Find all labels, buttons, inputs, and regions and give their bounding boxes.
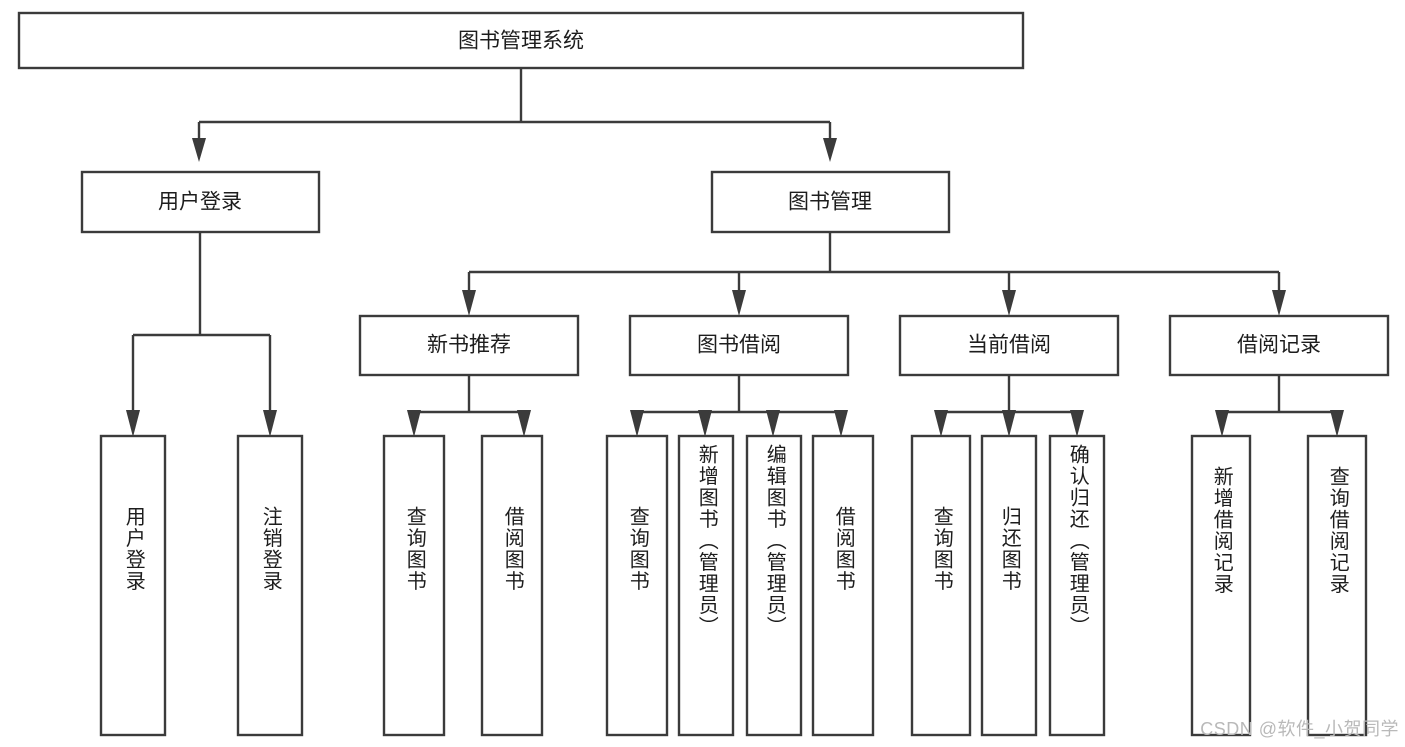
node-borrow-record-label: 借阅记录 [1237,334,1321,357]
leaf-box-borrow-book-1[interactable] [480,434,544,737]
arrow-head-to-leaf-edit-book-admin [766,410,780,437]
connector-root-to-level2 [192,68,837,162]
leaf-box-logout-login[interactable] [236,434,304,737]
node-book-management-label: 图书管理 [788,191,872,214]
node-current-borrow-box[interactable] [898,314,1120,377]
arrow-head-to-borrow-record [1272,290,1286,316]
leaf-box-user-login[interactable] [99,434,167,737]
node-new-book-recommend[interactable]: 新书推荐 [358,314,580,377]
leaf-box-borrow-book-2[interactable] [811,434,875,737]
arrow-head-to-leaf-query-borrow-record [1330,410,1344,437]
arrow-head-to-leaf-borrow-book-2 [834,410,848,437]
node-book-borrow-box[interactable] [628,314,850,377]
node-title-label: 图书管理系统 [458,30,584,53]
arrow-head-to-leaf-borrow-book-1 [517,410,531,437]
node-book-management-box[interactable] [710,170,951,234]
arrow-head-to-leaf-user-login [126,410,140,437]
connector-current-borrow-to-leaves [934,375,1084,437]
leaf-box-edit-book-admin[interactable] [745,434,803,737]
node-new-book-recommend-box[interactable] [358,314,580,377]
arrow-head-to-leaf-add-book-admin [698,410,712,437]
node-title[interactable]: 图书管理系统 [17,11,1025,70]
csdn-watermark: CSDN @软件_小贺同学 [1200,719,1399,739]
node-title-box[interactable] [17,11,1025,70]
leaf-box-query-book-2[interactable] [605,434,669,737]
leaf-box-query-book-1[interactable] [382,434,446,737]
connector-borrow-record-to-leaves [1215,375,1344,437]
connector-book-borrow-to-leaves [630,375,848,437]
arrow-head-to-leaf-query-book-2 [630,410,644,437]
node-book-borrow[interactable]: 图书借阅 [628,314,850,377]
arrow-head-to-new-book-recommend [462,290,476,316]
arrow-head-to-user-login [192,138,206,162]
arrow-head-to-leaf-query-book-3 [934,410,948,437]
node-book-management[interactable]: 图书管理 [710,170,951,234]
arrow-head-to-leaf-confirm-return-admin [1070,410,1084,437]
connector-book-management-to-level3 [462,232,1286,316]
arrow-head-to-leaf-add-borrow-record [1215,410,1229,437]
leaf-box-add-borrow-record[interactable] [1190,434,1252,737]
leaf-box-query-borrow-record[interactable] [1306,434,1368,737]
leaf-box-return-book[interactable] [980,434,1038,737]
leaf-box-query-book-3[interactable] [910,434,972,737]
node-borrow-record[interactable]: 借阅记录 [1168,314,1390,377]
arrow-head-to-leaf-query-book-1 [407,410,421,437]
node-current-borrow[interactable]: 当前借阅 [898,314,1120,377]
arrow-head-to-current-borrow [1002,290,1016,316]
node-new-book-recommend-label: 新书推荐 [427,334,511,357]
leaf-box-add-book-admin[interactable] [677,434,735,737]
node-borrow-record-box[interactable] [1168,314,1390,377]
node-current-borrow-label: 当前借阅 [967,334,1051,357]
node-user-login[interactable]: 用户登录 [80,170,321,234]
arrow-head-to-leaf-logout-login [263,410,277,437]
node-book-borrow-label: 图书借阅 [697,334,781,357]
arrow-head-to-book-borrow [732,290,746,316]
arrow-head-to-book-management [823,138,837,162]
leaf-box-confirm-return-admin[interactable] [1048,434,1106,737]
connector-new-book-recommend-to-leaves [407,375,531,437]
node-user-login-label: 用户登录 [158,191,242,214]
connector-user-login-to-leaves [126,232,277,437]
arrow-head-to-leaf-return-book [1002,410,1016,437]
